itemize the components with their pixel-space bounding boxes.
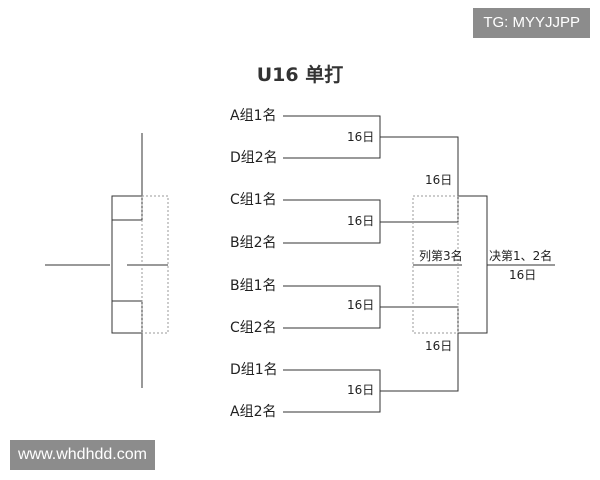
watermark-bottom: www.whdhdd.com <box>10 440 155 470</box>
semifinal-lower-date: 16日 <box>425 339 453 353</box>
semi-upper <box>380 136 459 223</box>
match1-date: 16日 <box>347 130 375 144</box>
entrant-5: B组1名 <box>230 278 277 294</box>
entrant-6: C组2名 <box>230 320 277 336</box>
page-title: U16 单打 <box>256 64 344 86</box>
entrant-4: B组2名 <box>230 235 277 251</box>
entrant-2: D组2名 <box>230 150 278 166</box>
semi-lower <box>380 306 459 392</box>
entrant-8: A组2名 <box>230 404 277 420</box>
final-connector <box>458 195 488 334</box>
entrant-7: D组1名 <box>230 362 278 378</box>
left-upper-bracket <box>111 133 143 221</box>
left-dotted-box <box>141 195 169 334</box>
entrant-3: C组1名 <box>230 192 277 208</box>
semifinal-upper-date: 16日 <box>425 173 453 187</box>
third-place-label: 列第3名 <box>419 249 463 263</box>
watermark-top: TG: MYYJJPP <box>473 8 590 38</box>
right-dotted-box <box>412 195 459 334</box>
final-label: 决第1、2名 <box>489 249 553 263</box>
match4-date: 16日 <box>347 383 375 397</box>
final-date: 16日 <box>509 268 537 282</box>
match2-date: 16日 <box>347 214 375 228</box>
entrant-1: A组1名 <box>230 108 277 124</box>
left-lower-bracket <box>111 300 143 388</box>
match3-date: 16日 <box>347 298 375 312</box>
